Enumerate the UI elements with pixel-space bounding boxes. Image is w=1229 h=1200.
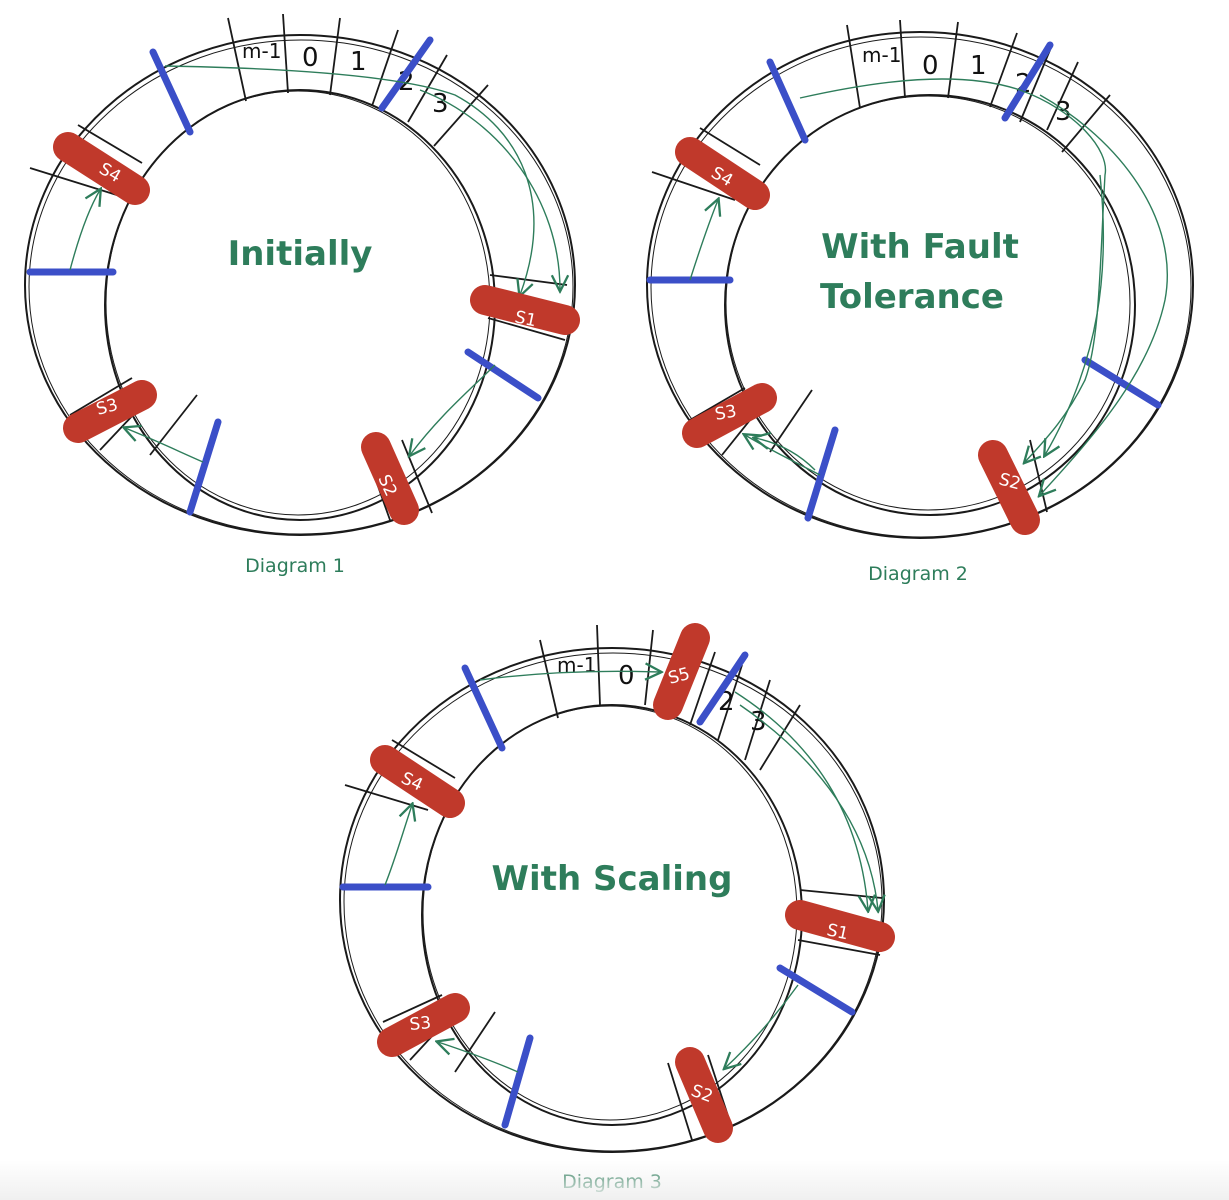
slot-label-0: 0: [302, 43, 319, 73]
slot-label-0: 0: [922, 51, 939, 81]
slot-label-0: 0: [618, 661, 635, 691]
slot-label-m-1: m-1: [242, 39, 281, 63]
diagram-1: m-1 0 1 2 3 S4 S1: [24, 13, 580, 577]
server-s2-3: S2: [675, 1047, 733, 1143]
server-s3-3: S3: [377, 993, 470, 1057]
server-s2-1: S2: [361, 432, 419, 525]
svg-text:S1: S1: [825, 920, 850, 944]
svg-text:S3: S3: [713, 401, 738, 424]
diagram-2: m-1 0 1 2 3 S4 S2 S3: [646, 19, 1194, 585]
server-s5-3: S5: [653, 623, 710, 720]
key-routing-arrows-1: [69, 65, 560, 463]
server-s3-1: S3: [63, 380, 157, 443]
range-boundaries-3: [339, 651, 856, 1129]
diagram-title-3: With Scaling: [492, 859, 733, 899]
range-boundaries-2: [646, 41, 1162, 522]
slot-label-1: 1: [970, 51, 987, 81]
key-routing-arrows-2: [689, 78, 1168, 495]
diagram-caption-1: Diagram 1: [245, 555, 345, 577]
server-s4-1: S4: [53, 132, 150, 205]
diagram-title-1: Initially: [228, 234, 373, 274]
range-boundaries-1: [26, 36, 542, 516]
slot-dividers-2: [651, 19, 1111, 523]
key-routing-arrows-3: [384, 671, 878, 1073]
ring-3: [339, 647, 885, 1153]
server-s2-2: S2: [978, 440, 1040, 535]
svg-text:S3: S3: [409, 1013, 432, 1035]
slot-label-3: 3: [432, 89, 449, 119]
server-s3-2: S3: [682, 383, 777, 448]
ring-1: [24, 34, 576, 536]
diagram-3: m-1 0 2 3 S5 S4 S1: [339, 623, 895, 1193]
server-s1-3: S1: [785, 900, 895, 952]
server-s4-3: S4: [370, 745, 465, 818]
slot-label-m-1: m-1: [862, 43, 901, 67]
diagram-title-2-line-1: With Fault: [821, 227, 1019, 267]
svg-text:S1: S1: [513, 307, 538, 331]
server-s1-1: S1: [470, 285, 580, 335]
diagram-caption-3: Diagram 3: [562, 1171, 662, 1193]
slot-label-m-1: m-1: [557, 653, 596, 677]
ring-2: [646, 31, 1194, 539]
diagram-caption-2: Diagram 2: [868, 563, 968, 585]
slot-label-1: 1: [350, 47, 367, 77]
diagram-title-2-line-2: Tolerance: [820, 277, 1004, 317]
